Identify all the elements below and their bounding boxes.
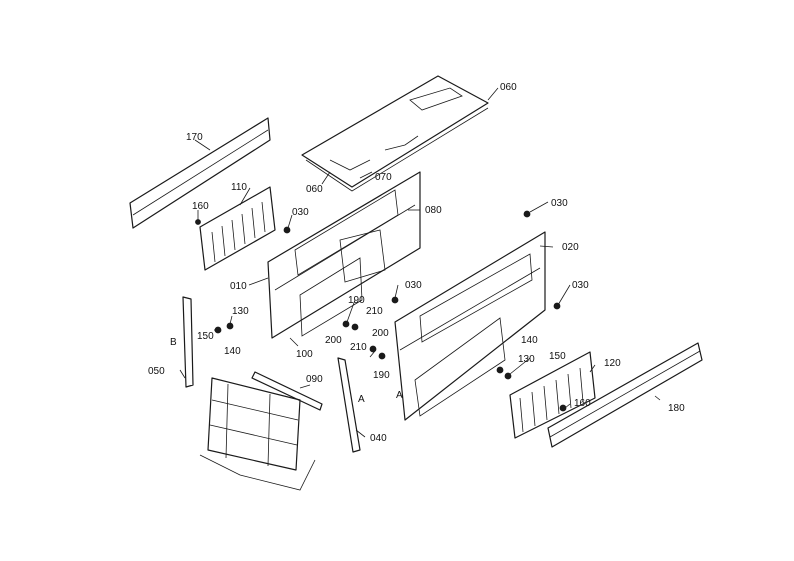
part-170-strip [129,117,271,229]
part-090-rail [251,371,323,411]
callout-050: 050 [148,366,165,377]
callout-090: 090 [306,374,323,385]
part-010-left-side-panel [267,171,421,339]
part-frame [199,377,316,491]
callout-210-b: 210 [350,342,367,353]
part-180-bar [547,342,703,448]
callout-210-a: 210 [366,306,383,317]
part-040-strip [337,357,361,453]
callout-150-left: 150 [197,331,214,342]
callout-160-left: 160 [192,201,209,212]
callout-040: 040 [370,433,387,444]
callout-010: 010 [230,281,247,292]
callout-labels: 060 060 070 170 110 160 030 080 030 020 … [148,82,685,444]
callout-170: 170 [186,132,203,143]
callout-100: 100 [296,349,313,360]
callout-060-top: 060 [500,82,517,93]
callout-140-right: 140 [521,335,538,346]
part-060-top-cover [301,75,489,192]
callout-A-left: A [358,394,365,405]
callout-080: 080 [425,205,442,216]
callout-A-right: A [396,390,403,401]
leader-lines [179,87,661,438]
part-120-right-grille [509,351,596,439]
callout-130-left: 130 [232,306,249,317]
callout-150-right: 150 [549,351,566,362]
callout-120: 120 [604,358,621,369]
part-020-right-side-panel [394,231,546,421]
callout-060-bottom: 060 [306,184,323,195]
callout-130-right: 130 [518,354,535,365]
callout-110: 110 [231,182,247,193]
callout-B: B [170,337,177,348]
callout-190-a: 190 [348,295,365,306]
callout-180: 180 [668,403,685,414]
callout-200-b: 200 [372,328,389,339]
callout-140-left: 140 [224,346,241,357]
callout-030-c: 030 [405,280,422,291]
callout-200-a: 200 [325,335,342,346]
callout-030-d: 030 [572,280,589,291]
part-050-strip [182,296,194,388]
part-110-left-grille [199,186,276,271]
callout-030-a: 030 [292,207,309,218]
callout-160-right: 160 [574,398,591,409]
callout-070: 070 [375,172,392,183]
callout-030-b: 030 [551,198,568,209]
callout-190-b: 190 [373,370,390,381]
callout-020: 020 [562,242,579,253]
